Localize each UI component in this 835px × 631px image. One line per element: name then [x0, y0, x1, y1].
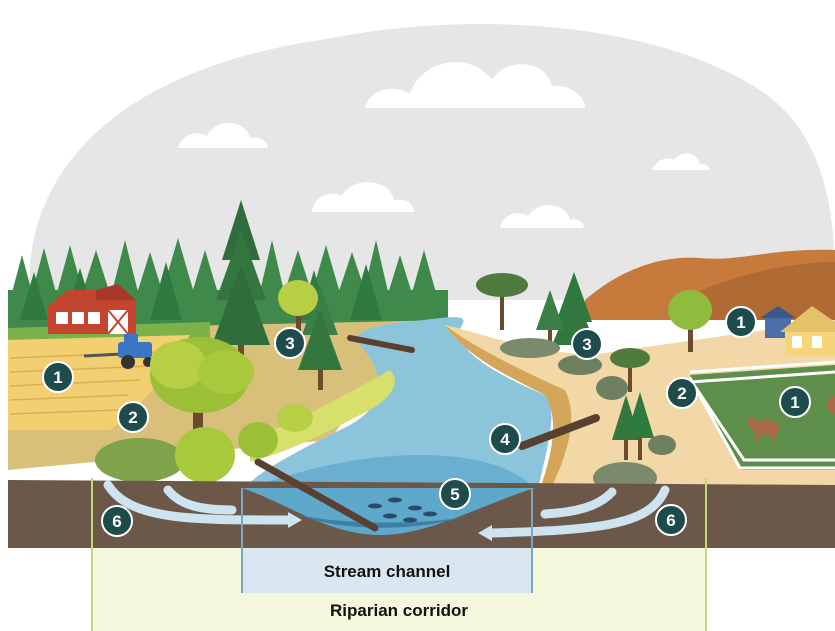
tractor: [83, 334, 153, 369]
hill-shadow: [680, 262, 835, 320]
fir-trees: [212, 200, 342, 390]
svg-text:2: 2: [128, 408, 137, 427]
marker-left-roots: 6: [101, 505, 133, 537]
cloud: [652, 153, 710, 170]
svg-text:4: 4: [500, 430, 510, 449]
house: [760, 306, 835, 356]
marker-left-bank-trees: 2: [117, 401, 149, 433]
sky-background: [29, 24, 835, 301]
marker-right-roots: 6: [655, 504, 687, 536]
riparian-corridor-label: Riparian corridor: [330, 601, 468, 620]
svg-text:5: 5: [450, 485, 459, 504]
svg-text:6: 6: [666, 511, 675, 530]
cloud: [178, 122, 268, 148]
cloud: [312, 182, 414, 212]
svg-text:3: 3: [285, 334, 294, 353]
small-yellow-tree: [278, 280, 318, 340]
marker-stream-bed: 5: [439, 478, 471, 510]
svg-text:1: 1: [53, 368, 62, 387]
clouds: [178, 62, 710, 228]
marker-house: 1: [725, 306, 757, 338]
stream-channel-label: Stream channel: [324, 562, 451, 581]
cows: [747, 396, 835, 442]
svg-text:1: 1: [790, 393, 799, 412]
flow-arrows: [103, 480, 670, 538]
shrubs: [95, 338, 676, 494]
svg-text:1: 1: [736, 313, 745, 332]
svg-text:3: 3: [582, 335, 591, 354]
left-bank-grass: [250, 370, 395, 462]
marker-right-shrubs: 3: [571, 328, 603, 360]
marker-pasture: 1: [779, 386, 811, 418]
left-big-tree: [150, 337, 254, 445]
fish: [368, 497, 437, 523]
barn: [48, 284, 136, 335]
fallen-logs: [254, 335, 600, 532]
marker-left-forest: 3: [274, 327, 306, 359]
stream-channel-box: [242, 548, 532, 593]
marker-right-bank-trees: 2: [666, 377, 698, 409]
stream-water: [242, 317, 552, 490]
cloud: [365, 62, 585, 108]
flow-arrowheads: [288, 512, 492, 541]
marker-farm-field: 1: [42, 361, 74, 393]
svg-text:6: 6: [112, 512, 121, 531]
cloud: [500, 205, 584, 228]
stream-cross-section-dark: [300, 515, 470, 528]
svg-text:2: 2: [677, 384, 686, 403]
numbered-markers: 1 2 3 6 3 4 5 6: [42, 306, 811, 537]
marker-fallen-log: 4: [489, 423, 521, 455]
fence: [688, 360, 835, 470]
